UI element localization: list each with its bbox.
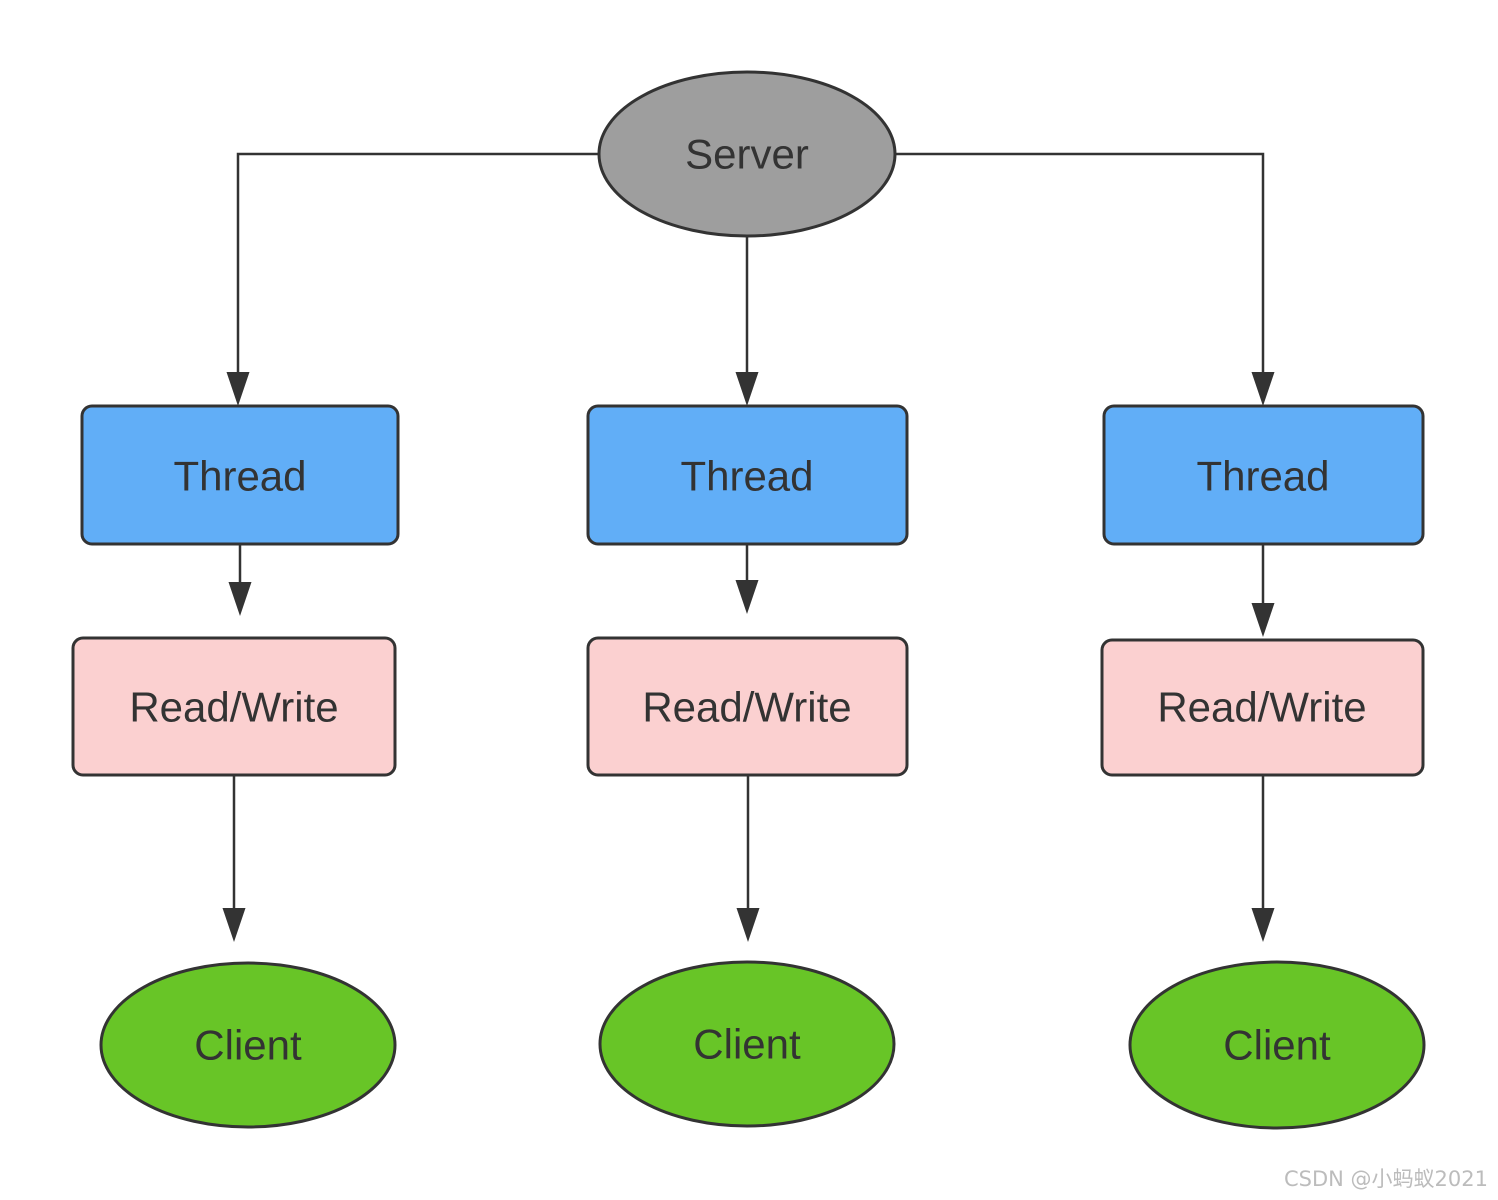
- arrow-server-to-thread-1: [236, 152, 600, 374]
- client-node-2: Client: [598, 960, 896, 1128]
- client-node-1: Client: [99, 961, 397, 1129]
- thread-label-1: Thread: [173, 453, 306, 500]
- client-label-1: Client: [194, 1022, 302, 1069]
- readwrite-rect-1: [71, 636, 397, 777]
- thread-rect-1: [80, 404, 400, 546]
- readwrite-label-2: Read/Write: [642, 684, 851, 731]
- thread-node-2: Thread: [586, 404, 909, 546]
- arrowhead-thread-to-readwrite-2: [735, 580, 759, 614]
- readwrite-node-1: Read/Write: [71, 636, 397, 777]
- readwrite-label-1: Read/Write: [129, 684, 338, 731]
- client-node-3: Client: [1128, 960, 1426, 1130]
- thread-label-2: Thread: [680, 453, 813, 500]
- connectors-server-to-threads: [226, 152, 1275, 406]
- server-label: Server: [685, 131, 809, 178]
- server-node: Server: [597, 70, 897, 238]
- arrowhead-server-to-thread-3: [1251, 372, 1275, 406]
- thread-node-3: Thread: [1102, 404, 1425, 546]
- thread-node-1: Thread: [80, 404, 400, 546]
- readwrite-node-3: Read/Write: [1100, 638, 1425, 777]
- arrowhead-server-to-thread-2: [735, 372, 759, 406]
- arrowhead-thread-to-readwrite-1: [228, 582, 252, 616]
- connectors-readwrite-to-clients: [222, 775, 1275, 942]
- client-label-2: Client: [693, 1021, 801, 1068]
- csdn-watermark: CSDN @小蚂蚁2021: [1284, 1167, 1488, 1191]
- thread-rect-3: [1102, 404, 1425, 546]
- arrowhead-thread-to-readwrite-3: [1251, 603, 1275, 637]
- client-ellipse-2: [598, 960, 896, 1128]
- arrow-server-to-thread-3: [895, 152, 1265, 374]
- arrowhead-readwrite-to-client-3: [1251, 908, 1275, 942]
- thread-rect-2: [586, 404, 909, 546]
- readwrite-rect-2: [586, 636, 909, 777]
- connectors-threads-to-readwrite: [228, 544, 1275, 637]
- readwrite-rect-3: [1100, 638, 1425, 777]
- arrowhead-readwrite-to-client-2: [736, 908, 760, 942]
- thread-label-3: Thread: [1196, 453, 1329, 500]
- client-label-3: Client: [1223, 1022, 1331, 1069]
- arrowhead-server-to-thread-1: [226, 372, 250, 406]
- readwrite-label-3: Read/Write: [1157, 684, 1366, 731]
- client-ellipse-1: [99, 961, 397, 1129]
- server-ellipse: [597, 70, 897, 238]
- client-ellipse-3: [1128, 960, 1426, 1130]
- readwrite-node-2: Read/Write: [586, 636, 909, 777]
- arrowhead-readwrite-to-client-1: [222, 908, 246, 942]
